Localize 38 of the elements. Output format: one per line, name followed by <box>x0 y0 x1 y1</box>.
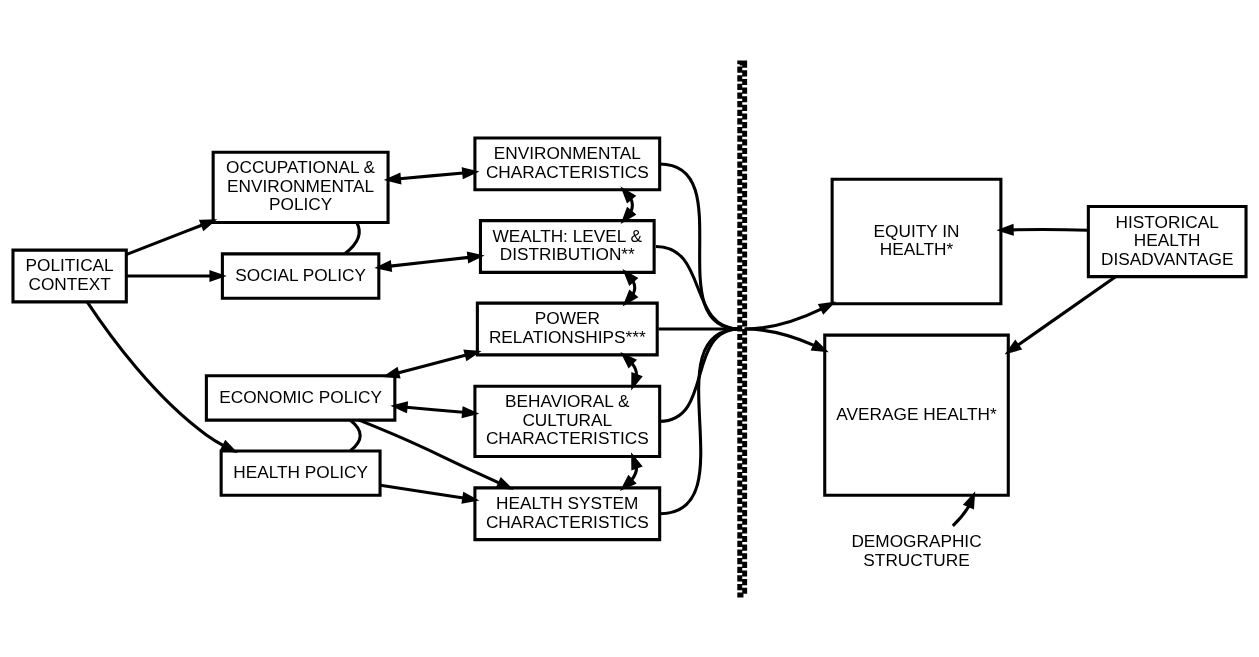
arrow <box>374 251 485 272</box>
arrow <box>390 400 480 418</box>
connector <box>659 326 740 423</box>
node-bar <box>737 59 748 598</box>
node-box: ENVIRONMENTAL CHARACTERISTICS <box>473 136 662 191</box>
arrow <box>951 490 976 527</box>
node-box: ECONOMIC POLICY <box>204 373 397 422</box>
arrow <box>358 418 514 490</box>
connector <box>659 327 741 515</box>
node-box: AVERAGE HEALTH* <box>823 333 1010 497</box>
connector <box>658 326 740 331</box>
node-box: WEALTH: LEVEL & DISTRIBUTION** <box>478 218 656 274</box>
arrow <box>85 300 238 453</box>
arrow <box>620 351 643 390</box>
node-box: POLITICAL CONTEXT <box>11 248 128 303</box>
node-box: HEALTH POLICY <box>219 448 382 497</box>
connector <box>344 221 361 255</box>
arrow <box>744 326 829 352</box>
node-box: OCCUPATIONAL & ENVIRONMENTAL POLICY <box>211 150 390 224</box>
node-box: HISTORICAL HEALTH DISADVANTAGE <box>1086 204 1248 278</box>
node-box: SOCIAL POLICY <box>220 251 381 300</box>
arrow <box>126 269 227 282</box>
arrow <box>380 483 480 504</box>
arrow <box>382 349 482 378</box>
arrow <box>619 451 643 491</box>
node-box: EQUITY IN HEALTH* <box>830 177 1003 305</box>
connector <box>659 161 741 330</box>
arrow <box>383 166 480 185</box>
arrow <box>1004 275 1117 354</box>
node-box: HEALTH SYSTEM CHARACTERISTICS <box>473 485 662 541</box>
node-box: BEHAVIORAL & CULTURAL CHARACTERISTICS <box>473 384 662 458</box>
node-text: DEMOGRAPHIC STRUCTURE <box>851 530 982 570</box>
arrow <box>744 301 836 331</box>
connector <box>655 244 740 331</box>
connector <box>349 418 362 452</box>
arrow <box>996 223 1089 236</box>
arrow <box>126 218 218 256</box>
node-box: POWER RELATIONSHIPS*** <box>475 301 659 356</box>
